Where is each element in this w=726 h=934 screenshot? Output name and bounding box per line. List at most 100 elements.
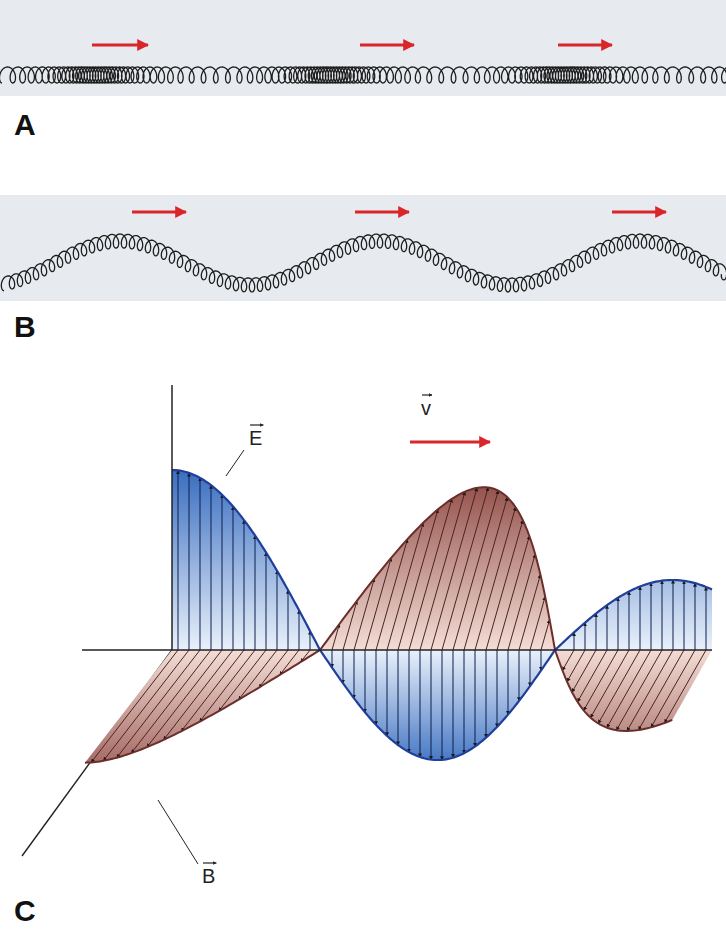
magnetic-vector: [259, 650, 288, 688]
electric-vector: [332, 650, 333, 668]
direction-arrow: [360, 44, 414, 47]
vector-accent: [250, 424, 263, 425]
electric-vector: [519, 650, 520, 701]
magnetic-vector: [486, 520, 523, 650]
magnetic-vector: [508, 554, 535, 650]
electric-vector: [453, 650, 454, 758]
magnetic-vector: [584, 650, 618, 710]
magnetic-vector: [475, 507, 516, 650]
electric-vector: [508, 650, 509, 715]
magnetic-vector: [91, 650, 178, 762]
magnetic-vector: [239, 650, 277, 700]
magnetic-vector: [409, 499, 452, 650]
photo-ground: [0, 195, 726, 301]
vector-symbol: v: [421, 398, 431, 418]
electric-vector: [585, 623, 586, 650]
electric-vector: [420, 650, 421, 757]
magnetic-vector: [131, 650, 211, 753]
electric-vector: [574, 632, 575, 650]
panel-label: C: [14, 896, 36, 926]
electric-vector: [365, 650, 366, 712]
electric-vector: [255, 535, 256, 650]
direction-arrow: [92, 44, 148, 47]
electric-vector: [387, 650, 388, 736]
electric-vector: [442, 650, 443, 760]
vector-symbol: B: [202, 866, 215, 886]
magnetic-vector: [464, 497, 507, 650]
magnetic-vector: [164, 650, 233, 740]
magnetic-vector: [103, 650, 189, 761]
magnetic-vector: [572, 650, 596, 692]
electric-vector: [695, 583, 696, 650]
magnetic-vector: [578, 650, 607, 702]
electric-vector: [200, 478, 201, 650]
magnetic-vector: [147, 650, 222, 747]
electric-vector: [244, 520, 245, 650]
electric-vector: [475, 650, 476, 746]
direction-arrow: [410, 441, 490, 444]
magnetic-vector: [567, 650, 585, 682]
magnetic-vector: [442, 487, 488, 650]
electric-vector: [651, 583, 652, 650]
magnetic-vector: [431, 488, 477, 650]
panel-label: B: [14, 312, 36, 342]
leader-line: [158, 800, 198, 864]
vector-accent: [203, 862, 216, 863]
electric-vector: [189, 473, 190, 650]
electric-field-area: [172, 470, 712, 760]
electric-vector: [277, 571, 278, 650]
electric-vector: [222, 495, 223, 650]
electric-vector: [662, 581, 663, 650]
direction-arrow: [132, 211, 186, 214]
electric-vector: [640, 587, 641, 650]
magnetic-vector: [639, 650, 684, 730]
electric-vector: [596, 614, 597, 650]
electric-vector: [288, 590, 289, 650]
magnetic-vector: [365, 558, 391, 650]
spring-coil: [1, 234, 726, 292]
magnetic-vector: [219, 650, 266, 711]
vector-accent: [422, 394, 432, 395]
electric-vector: [178, 470, 179, 650]
electric-vector: [464, 650, 465, 753]
magnetic-vector: [354, 579, 374, 650]
magnetic-vector: [616, 650, 662, 730]
electric-vector: [354, 650, 355, 698]
electric-vector: [629, 592, 630, 650]
electric-vector: [409, 650, 410, 752]
axis-line: [171, 385, 173, 650]
magnetic-vector: [343, 601, 357, 650]
magnetic-vector: [541, 620, 550, 650]
electric-vector: [211, 485, 212, 650]
magnetic-vector: [398, 509, 438, 650]
panel-label: A: [14, 110, 36, 140]
magnetic-vector: [598, 650, 640, 723]
spring-coil: [0, 67, 726, 83]
magnetic-vector: [627, 650, 673, 731]
leader-line: [226, 450, 244, 476]
electric-vector: [431, 650, 432, 760]
magnetic-vector: [519, 575, 540, 650]
electric-vector: [486, 650, 487, 738]
axis-line: [82, 649, 712, 651]
electric-vector: [673, 580, 674, 650]
electric-vector: [684, 581, 685, 650]
electric-vector: [343, 650, 344, 683]
magnetic-vector: [651, 650, 695, 727]
magnetic-vector: [280, 650, 299, 675]
magnetic-vector: [562, 650, 574, 670]
direction-arrow: [612, 211, 666, 214]
electric-vector: [706, 587, 707, 650]
magnetic-vector: [665, 650, 706, 723]
electric-vector: [266, 552, 267, 650]
vector-symbol: E: [249, 428, 262, 448]
magnetic-vector: [420, 492, 465, 650]
electric-vector: [618, 598, 619, 650]
electric-vector: [541, 650, 542, 670]
electric-field-curve: [172, 470, 712, 760]
magnetic-vector: [607, 650, 651, 728]
electric-vector: [497, 650, 498, 727]
electric-vector: [398, 650, 399, 745]
